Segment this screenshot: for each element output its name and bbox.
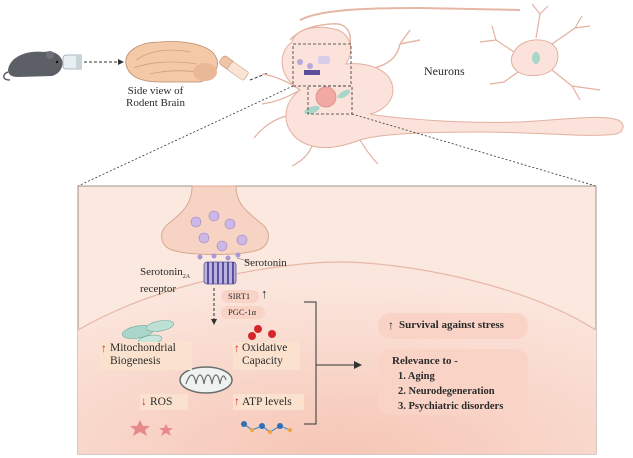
survival-up-arrow: ↑: [388, 318, 394, 332]
relevance-item: 2. Neurodegeneration: [398, 386, 495, 397]
sirt1-up-arrow: ↑: [261, 286, 268, 301]
serotonin-label: Serotonin: [244, 257, 287, 269]
atp-molecule-icon: [241, 421, 292, 434]
relevance-item: 1. Aging: [398, 371, 435, 382]
ox-up-arrow: ↑: [234, 343, 240, 355]
ros-box: ↓ ROS: [140, 394, 188, 410]
serotonin-receptor-icon: [203, 261, 237, 285]
atp-up-arrow: ↑: [234, 396, 240, 408]
ros-down-arrow: ↓: [141, 396, 147, 408]
neuron-illustration: [253, 6, 624, 167]
pgc-label: PGC-1α: [228, 307, 257, 317]
survival-box: ↑ Survival against stress: [378, 313, 528, 339]
ox-label-line1: Oxidative: [242, 342, 288, 354]
mito-label-line1: Mitochondrial: [110, 342, 176, 354]
large-mitochondrion-icon: [179, 366, 233, 394]
zoom-box-soma: [307, 85, 353, 115]
neurons-label: Neurons: [424, 64, 465, 78]
bracket-connector: [304, 301, 317, 425]
mito-label-line2: Biogenesis: [110, 355, 161, 367]
ox-label-line2: Capacity: [242, 355, 283, 367]
mito-up-arrow: ↑: [101, 343, 107, 355]
mouse-icon: [3, 51, 82, 81]
result-arrow: [354, 361, 362, 369]
rodent-brain-icon: [125, 41, 218, 83]
relevance-title: Relevance to -: [392, 355, 458, 367]
secondary-neuron-illustration: [479, 3, 601, 101]
sirt1-label: SIRT1: [228, 291, 251, 301]
relevance-box: Relevance to - 1. Aging 2. Neurodegenera…: [378, 349, 528, 415]
sirt1-pill: [221, 290, 259, 303]
atp-label: ATP levels: [242, 396, 292, 408]
atp-box: ↑ ATP levels: [233, 394, 304, 410]
ros-star-icon: [130, 420, 173, 436]
oxygen-molecules-icon: [248, 325, 276, 340]
recording-probe-icon: [219, 55, 249, 81]
survival-label: Survival against stress: [399, 319, 504, 331]
ros-label: ROS: [150, 396, 173, 408]
mitochondria-cluster-icon: [121, 320, 175, 346]
relevance-item: 3. Psychiatric disorders: [398, 401, 504, 412]
presynaptic-terminal: [161, 185, 269, 261]
pgc-pill: [221, 306, 265, 319]
